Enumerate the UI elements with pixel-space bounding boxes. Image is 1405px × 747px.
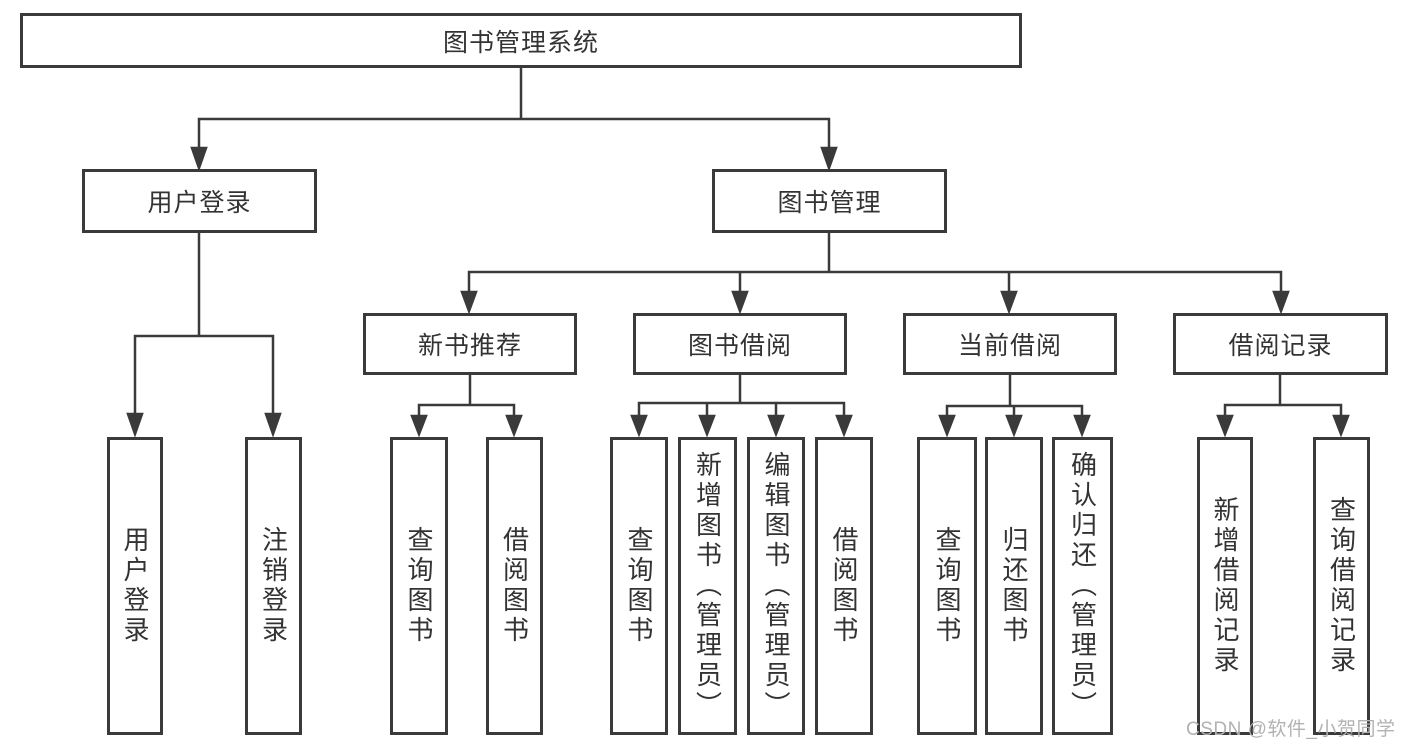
connector-book-management-to-level3 — [460, 231, 1290, 315]
leaf-logout: 注销登录 — [245, 437, 302, 735]
leaf-query-books-current: 查询图书 — [917, 437, 977, 735]
connector-current-borrow-to-leaves — [938, 373, 1091, 438]
connector-new-book-recommend-to-leaves — [410, 373, 523, 438]
csdn-watermark: CSDN @软件_小贺同学 — [1186, 719, 1396, 740]
leaf-query-borrow-record: 查询借阅记录 — [1313, 437, 1370, 735]
connector-root-to-level2 — [190, 66, 838, 172]
leaf-add-borrow-record: 新增借阅记录 — [1197, 437, 1253, 735]
node-new-book-recommend: 新书推荐 — [363, 313, 577, 375]
node-book-management: 图书管理 — [712, 169, 947, 233]
node-library-system: 图书管理系统 — [20, 13, 1022, 68]
connector-borrow-records-to-leaves — [1216, 373, 1350, 438]
leaf-query-books-recommend: 查询图书 — [390, 437, 448, 735]
node-current-borrow: 当前借阅 — [903, 313, 1117, 375]
leaf-edit-books-admin: 编辑图书（管理员） — [747, 437, 805, 735]
node-book-borrow: 图书借阅 — [633, 313, 847, 375]
connector-user-login-to-leaves — [126, 231, 282, 438]
leaf-query-books-borrow: 查询图书 — [610, 437, 668, 735]
leaf-confirm-return-admin: 确认归还（管理员） — [1052, 437, 1113, 735]
node-user-login: 用户登录 — [82, 169, 317, 233]
leaf-add-books-admin: 新增图书（管理员） — [678, 437, 737, 735]
node-borrow-records: 借阅记录 — [1173, 313, 1388, 375]
leaf-borrow-books: 借阅图书 — [815, 437, 873, 735]
leaf-borrow-books-recommend: 借阅图书 — [486, 437, 543, 735]
leaf-user-login: 用户登录 — [107, 437, 163, 735]
leaf-return-books: 归还图书 — [985, 437, 1043, 735]
connector-book-borrow-to-leaves — [630, 373, 853, 438]
